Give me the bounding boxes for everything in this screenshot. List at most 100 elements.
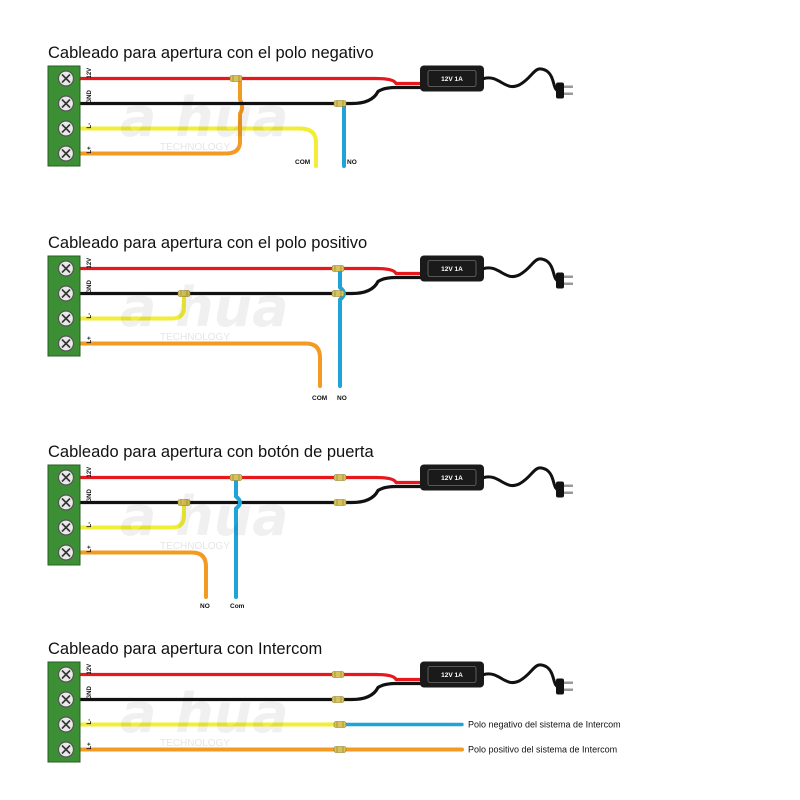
wire-l-minus-yellow — [78, 126, 318, 168]
plug-pin — [564, 484, 573, 487]
plug-pin — [564, 491, 573, 494]
watermark-brand: a hua — [120, 276, 289, 339]
plug-pin — [564, 275, 573, 278]
watermark-sub: TECHNOLOGY — [160, 541, 230, 552]
terminal-label: 12V — [87, 664, 93, 675]
wire-12v-red — [78, 266, 422, 276]
plug-pin — [564, 85, 573, 88]
section-title: Cableado para apertura con el polo posit… — [48, 234, 367, 252]
power-adapter-label-frame — [427, 260, 477, 277]
splice-body — [333, 100, 347, 107]
splice-body — [333, 746, 347, 753]
screw-slot — [61, 148, 71, 159]
intercom-positive-annotation: Polo positivo del sistema de Intercom — [468, 745, 617, 755]
terminal-label: GND — [87, 686, 93, 700]
screw-slot — [61, 522, 71, 533]
screw-slot — [61, 744, 71, 755]
plug-body — [556, 481, 564, 498]
wire-gnd-black — [78, 484, 422, 505]
plug-pin — [564, 688, 573, 691]
splice-connector — [333, 746, 347, 753]
splice-connector — [177, 290, 191, 297]
splice-connector — [333, 100, 347, 107]
terminal-label: L+ — [87, 336, 93, 344]
plug-pin — [564, 681, 573, 684]
screw-slot — [61, 123, 71, 134]
screw-slot — [61, 73, 71, 84]
section-title: Cableado para apertura con el polo negat… — [48, 44, 374, 62]
power-adapter-rating: 12V 1A — [441, 76, 463, 83]
splice-body — [333, 721, 347, 728]
plug-body — [556, 272, 564, 289]
watermark-sub: TECHNOLOGY — [160, 142, 230, 153]
splice-body — [331, 696, 345, 703]
wiring-section: Cableado para apertura con IntercomPolo … — [47, 640, 621, 763]
screw-slot — [61, 288, 71, 299]
power-adapter-label-frame — [427, 70, 477, 87]
wire-l-minus-yellow — [78, 293, 186, 321]
wire-12v-red — [78, 475, 422, 485]
power-supply: 12V 1A — [420, 661, 573, 695]
watermark-sub: TECHNOLOGY — [160, 332, 230, 343]
plug-body — [556, 678, 564, 695]
power-supply: 12V 1A — [420, 255, 573, 289]
splice-connector — [331, 696, 345, 703]
splice-connector — [333, 499, 347, 506]
screw-slot — [61, 98, 71, 109]
terminal-label: L+ — [87, 146, 93, 154]
section-title: Cableado para apertura con botón de puer… — [48, 443, 374, 461]
screw-slot — [61, 313, 71, 324]
terminal-label: L- — [87, 313, 93, 319]
wire-l-plus-orange — [78, 550, 208, 599]
splice-connector — [333, 721, 347, 728]
screw-slot — [61, 719, 71, 730]
splice-body — [331, 265, 345, 272]
terminal-label: 12V — [87, 68, 93, 79]
plug-pin — [564, 282, 573, 285]
terminal-com-label: COM — [312, 395, 327, 402]
terminal-block: 12V GND L- L+ — [47, 255, 93, 357]
power-adapter-label-frame — [427, 666, 477, 683]
terminal-com-label: COM — [295, 159, 310, 166]
splice-body — [333, 474, 347, 481]
plug-cable — [482, 663, 562, 689]
terminal-no-label: NO — [200, 603, 210, 610]
power-supply: 12V 1A — [420, 65, 573, 99]
watermark-brand: a hua — [120, 682, 289, 745]
power-supply: 12V 1A — [420, 464, 573, 498]
terminal-label: L- — [87, 719, 93, 725]
terminal-label: L- — [87, 123, 93, 129]
screw-slot — [61, 263, 71, 274]
wiring-section: Cableado para apertura con el polo negat… — [47, 44, 573, 168]
wiring-section: Cableado para apertura con el polo posit… — [47, 234, 573, 402]
terminal-label: GND — [87, 280, 93, 294]
terminal-label: GND — [87, 489, 93, 503]
terminal-label: 12V — [87, 467, 93, 478]
power-adapter-body — [420, 65, 484, 92]
terminal-label: 12V — [87, 258, 93, 269]
wire-12v-red — [78, 76, 422, 86]
plug-pin — [564, 92, 573, 95]
screw-slot — [61, 547, 71, 558]
section-title: Cableado para apertura con Intercom — [48, 640, 322, 658]
wire-12v-red — [78, 672, 422, 682]
wire-gnd-black — [78, 275, 422, 296]
wire-gnd-black — [78, 681, 422, 702]
screw-slot — [61, 338, 71, 349]
terminal-no-label: NO — [337, 395, 347, 402]
watermark-sub: TECHNOLOGY — [160, 738, 230, 749]
power-adapter-rating: 12V 1A — [441, 672, 463, 679]
terminal-label: L+ — [87, 545, 93, 553]
splice-body — [331, 290, 345, 297]
plug-cable — [482, 466, 562, 492]
splice-connector — [331, 265, 345, 272]
watermark-brand: a hua — [120, 485, 289, 548]
power-adapter-rating: 12V 1A — [441, 475, 463, 482]
splice-connector — [331, 671, 345, 678]
